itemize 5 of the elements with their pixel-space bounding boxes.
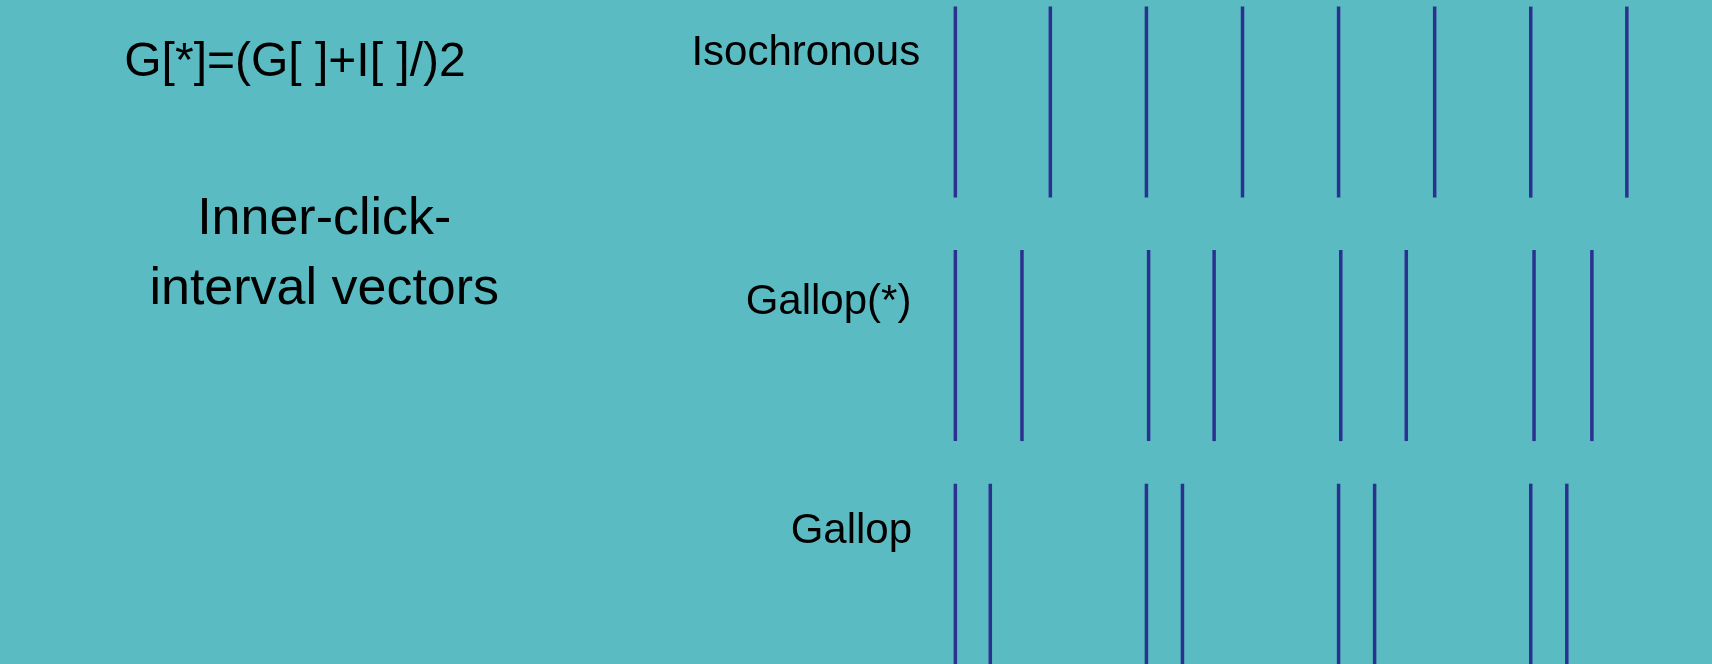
heading-text: Inner-click-interval vectors xyxy=(148,186,501,318)
formula: G[*]=(G[ ]+I[ ]/)2 xyxy=(124,31,466,88)
row-label: Gallop(*) xyxy=(745,274,912,325)
row-label: Gallop xyxy=(790,504,913,555)
row-label: Isochronous xyxy=(691,25,921,76)
